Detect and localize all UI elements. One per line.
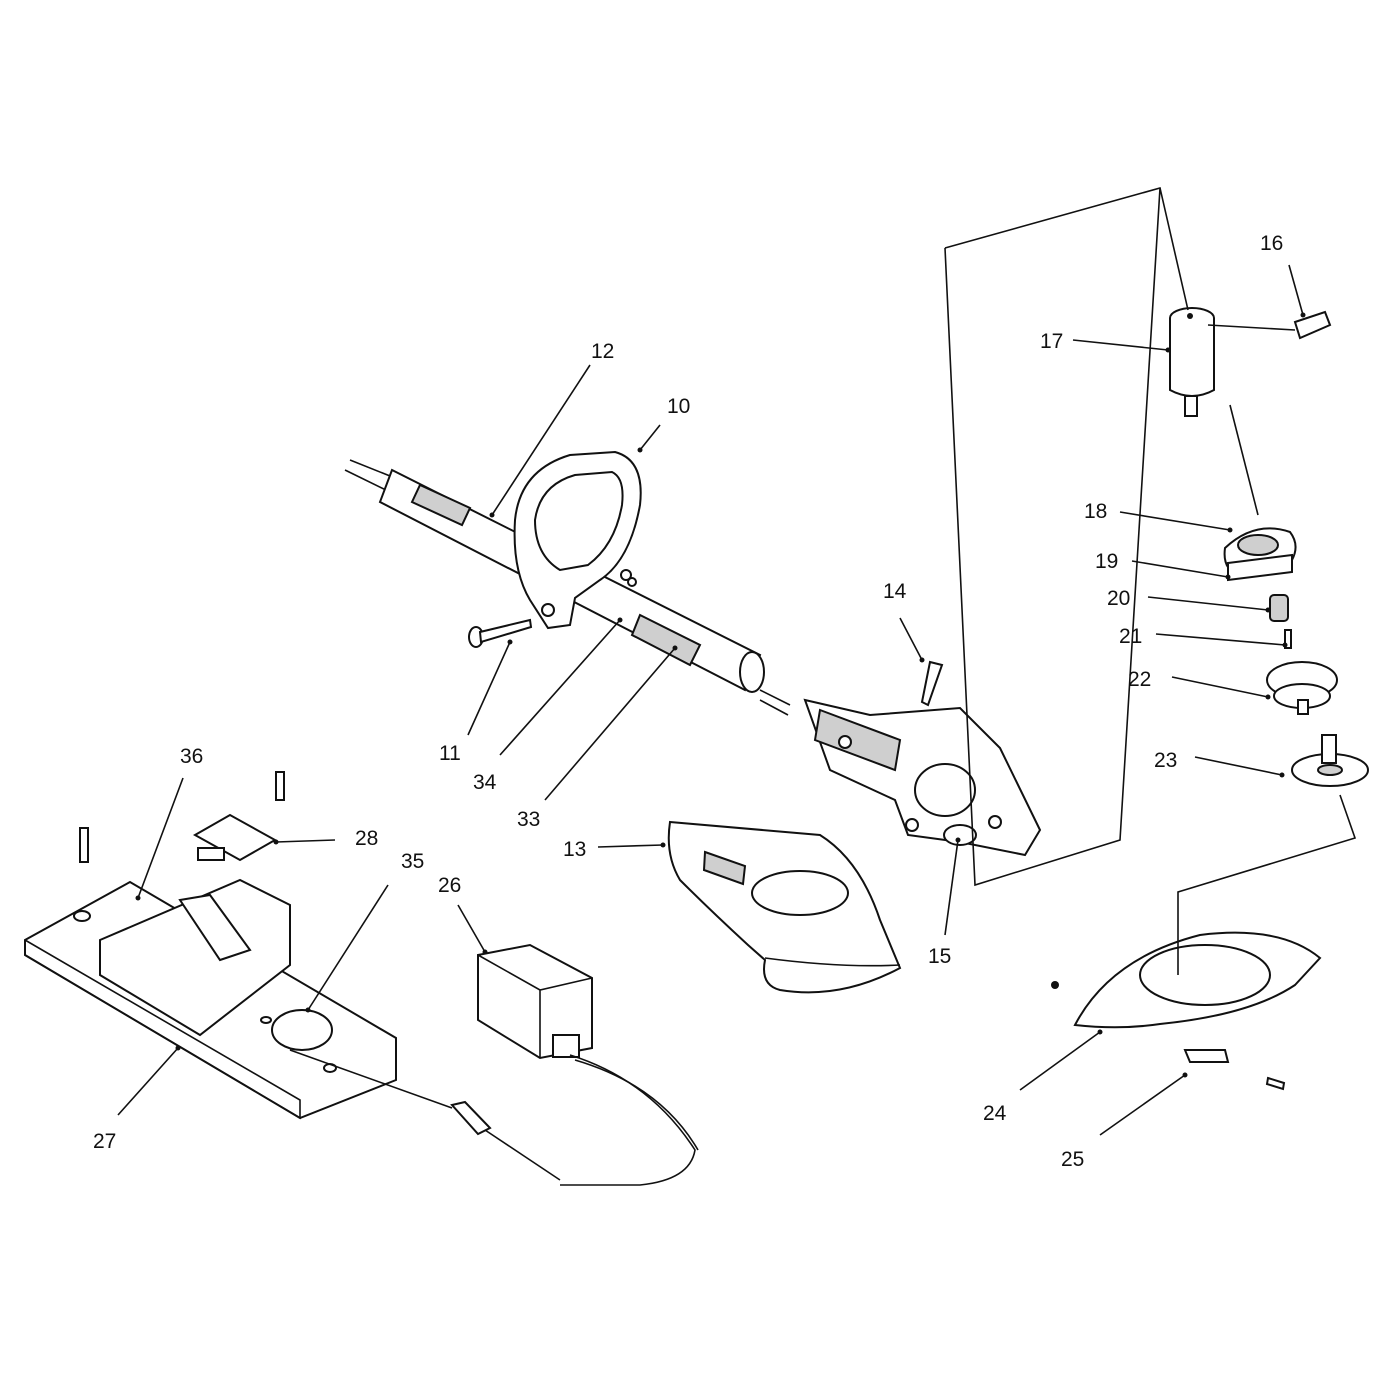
- motor-housing-half: [803, 698, 1042, 857]
- callout-23: 23: [1154, 749, 1177, 772]
- carriage-bolt: [468, 618, 533, 648]
- callout-33: 33: [517, 808, 540, 831]
- plug-jack: [450, 1054, 699, 1186]
- mount-screws: [79, 771, 285, 863]
- callout-22: 22: [1128, 668, 1151, 691]
- callout-27: 27: [93, 1130, 116, 1153]
- callout-17: 17: [1040, 330, 1063, 353]
- cap: [1291, 734, 1369, 787]
- charger-base: [24, 878, 397, 1120]
- small-screw: [1284, 629, 1292, 649]
- callout-12: 12: [591, 340, 614, 363]
- callout-16: 16: [1260, 232, 1283, 255]
- assembly-outline: [289, 187, 1357, 1109]
- brush-block: [1293, 310, 1332, 340]
- callout-20: 20: [1107, 587, 1130, 610]
- d-handle: [513, 450, 642, 630]
- callout-labels: 10 11 12 13 14 15 16 17 18 19 20 21 22 2…: [93, 232, 1283, 1171]
- wall-bracket: [192, 813, 278, 862]
- callout-25: 25: [1061, 1148, 1084, 1171]
- callout-11: 11: [439, 742, 461, 765]
- motor-cover-shell: [667, 820, 902, 994]
- callout-10: 10: [667, 395, 690, 418]
- callout-35: 35: [401, 850, 424, 873]
- callout-26: 26: [438, 874, 461, 897]
- guard-bracket: [1183, 1049, 1286, 1091]
- leader-lines: [117, 264, 1306, 1136]
- callout-18: 18: [1084, 500, 1107, 523]
- spring: [1269, 594, 1289, 622]
- callout-34: 34: [473, 771, 497, 794]
- callout-14: 14: [883, 580, 907, 603]
- motor: [1169, 307, 1215, 417]
- callout-24: 24: [983, 1102, 1007, 1125]
- callout-36: 36: [180, 745, 203, 768]
- charger-transformer: [477, 943, 593, 1060]
- screw: [920, 660, 944, 707]
- callout-15: 15: [928, 945, 951, 968]
- callout-13: 13: [563, 838, 586, 861]
- callout-19: 19: [1095, 550, 1118, 573]
- callout-28: 28: [355, 827, 378, 850]
- guard: [1051, 931, 1322, 1029]
- spool: [1266, 661, 1338, 715]
- callout-21: 21: [1119, 625, 1142, 648]
- spool-housing: [1227, 553, 1293, 582]
